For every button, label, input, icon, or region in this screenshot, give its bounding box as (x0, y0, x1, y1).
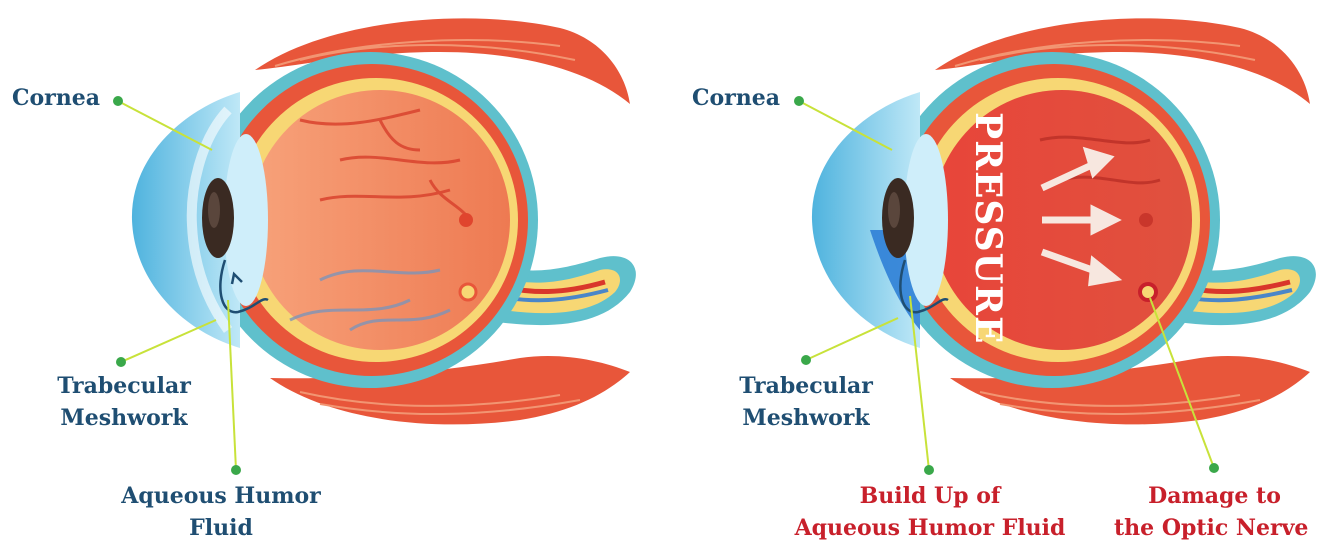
buildup-label-line2: Aqueous Humor Fluid (770, 512, 1090, 542)
damage-label: Damage to the Optic Nerve (1108, 480, 1321, 542)
buildup-label: Build Up of Aqueous Humor Fluid (770, 480, 1090, 542)
left-trabecular-label-line2: Meshwork (34, 402, 214, 434)
damage-label-line1: Damage to (1108, 480, 1321, 512)
right-trabecular-label: Trabecular Meshwork (716, 370, 896, 434)
right-cornea-label: Cornea (692, 82, 780, 114)
buildup-label-line1: Build Up of (770, 480, 1090, 512)
pressure-text: PRESSURE (967, 112, 1009, 344)
left-trabecular-label-line1: Trabecular (34, 370, 214, 402)
right-trabecular-label-line1: Trabecular (716, 370, 896, 402)
left-aqueous-label-line1: Aqueous Humor (96, 480, 346, 512)
left-cornea-label: Cornea (12, 82, 100, 114)
right-trabecular-label-line2: Meshwork (716, 402, 896, 434)
left-aqueous-label-line2: Fluid (96, 512, 346, 542)
left-aqueous-label: Aqueous Humor Fluid (96, 480, 346, 542)
damage-label-line2: the Optic Nerve (1108, 512, 1321, 542)
left-trabecular-label: Trabecular Meshwork (34, 370, 214, 434)
